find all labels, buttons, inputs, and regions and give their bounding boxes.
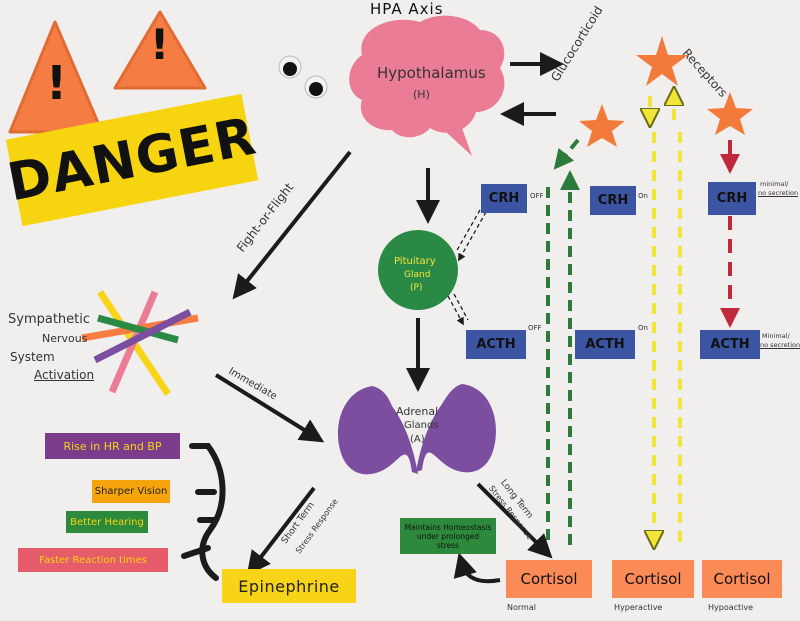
warning-sign-right-icon (113, 10, 207, 90)
cortisol-box-hyperactive: Cortisol (612, 560, 694, 598)
homeostasis-box: Maintains Homeostasis under prolonged st… (400, 518, 496, 554)
crh-state-hypoactive: minimal/ (760, 180, 789, 188)
cortisol-box-normal: Cortisol (506, 560, 592, 598)
acth-box-hyperactive: ACTH (575, 330, 635, 359)
warning-mark-left: ! (46, 56, 67, 110)
adrenal-label: Adrenal (396, 405, 439, 418)
acth-state-hyperactive: On (638, 324, 648, 332)
caption-normal: Normal (507, 603, 536, 612)
caption-hypoactive: Hypoactive (708, 603, 754, 612)
epinephrine-box: Epinephrine (222, 569, 356, 603)
sympathetic-label-3: System (10, 350, 55, 364)
acth-box-normal: ACTH (466, 330, 526, 359)
effect-rise-hr-bp: Rise in HR and BP (45, 433, 180, 459)
receptor-stars-icon (579, 36, 753, 147)
acth-box-hypoactive: ACTH (700, 330, 760, 359)
acth-state-hypoactive: Minimal/ (762, 332, 790, 340)
sympathetic-label: Sympathetic (8, 312, 91, 327)
dashed-black-arrows (447, 209, 487, 326)
adrenal-label-2: Glands (404, 420, 439, 431)
poster-title: HPA Axis (370, 0, 444, 18)
acth-state-hypoactive-2: no secretion (760, 341, 800, 349)
sympathetic-sticks-icon (81, 290, 199, 396)
black-arrows (214, 52, 564, 584)
effect-branches (181, 443, 226, 581)
crh-state-hyperactive: On (638, 192, 648, 200)
yellow-dashed-arrows (650, 96, 680, 548)
sympathetic-label-4: Activation (34, 368, 95, 382)
crh-box-normal: CRH (481, 184, 527, 213)
adrenal-abbr: (A) (410, 434, 425, 445)
effect-faster-reaction: Faster Reaction times (18, 548, 168, 572)
effect-sharper-vision: Sharper Vision (92, 480, 170, 503)
caption-hyperactive: Hyperactive (614, 603, 663, 612)
pituitary-label: Pituitary (394, 256, 436, 267)
pituitary-shape (378, 230, 458, 310)
pituitary-abbr: (P) (410, 283, 423, 293)
hypothalamus-shape (349, 15, 505, 156)
hypothalamus-label: Hypothalamus (377, 64, 486, 82)
acth-state-normal: OFF (528, 324, 542, 332)
crh-state-hypoactive-2: no secretion (758, 189, 799, 197)
green-dashed-arrows (546, 138, 580, 545)
googly-eyes-icon (278, 55, 328, 99)
warning-mark-right: ! (150, 20, 170, 69)
sympathetic-label-2: Nervous (42, 332, 88, 345)
pituitary-label-2: Gland (404, 270, 431, 280)
crh-box-hypoactive: CRH (708, 182, 756, 215)
crh-box-hyperactive: CRH (590, 186, 636, 215)
cortisol-box-hypoactive: Cortisol (702, 560, 782, 598)
hypothalamus-abbr: (H) (413, 88, 430, 101)
adrenal-shape (337, 384, 497, 475)
effect-better-hearing: Better Hearing (66, 511, 148, 533)
crh-state-normal: OFF (530, 192, 544, 200)
